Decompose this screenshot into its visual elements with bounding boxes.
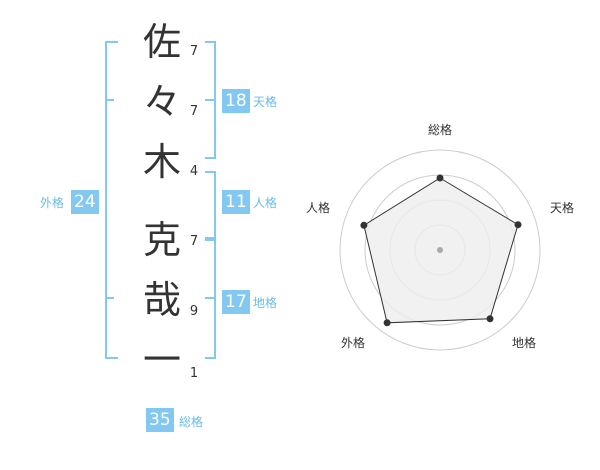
radar-label-soukaku: 総格 bbox=[428, 123, 453, 137]
stroke-count-4: 7 bbox=[189, 234, 199, 249]
radar-label-jinkaku: 人格 bbox=[306, 201, 331, 215]
stroke-count-1: 7 bbox=[189, 44, 199, 59]
radar-chart bbox=[339, 149, 541, 351]
stroke-count-3: 4 bbox=[189, 164, 199, 179]
chikaku-value: 17 bbox=[222, 290, 250, 314]
radar-ring-4 bbox=[339, 149, 541, 351]
soukaku-label: 総格 bbox=[179, 415, 204, 429]
jinkaku-value: 11 bbox=[222, 190, 250, 214]
gaikaku-label: 外格 bbox=[40, 196, 65, 210]
jinkaku-label: 人格 bbox=[253, 196, 278, 210]
radar-label-tenkaku: 天格 bbox=[550, 201, 575, 215]
stroke-count-5: 9 bbox=[189, 304, 199, 319]
radar-point-5 bbox=[360, 221, 368, 229]
stroke-count-6: 1 bbox=[189, 366, 199, 381]
name-char-3: 木 bbox=[142, 140, 181, 184]
radar-point-2 bbox=[514, 221, 522, 229]
name-char-4: 克 bbox=[142, 218, 181, 262]
radar-center-dot bbox=[437, 247, 443, 253]
gaikaku-bracket bbox=[105, 41, 118, 359]
tenkaku-label: 天格 bbox=[253, 95, 278, 109]
radar-point-1 bbox=[436, 174, 444, 182]
radar-label-gaikaku: 外格 bbox=[341, 336, 366, 350]
name-char-6: 一 bbox=[142, 338, 181, 382]
stroke-count-2: 7 bbox=[189, 104, 199, 119]
chikaku-label: 地格 bbox=[253, 296, 278, 310]
soukaku-value: 35 bbox=[146, 408, 174, 432]
gaikaku-value: 24 bbox=[71, 190, 99, 214]
name-char-1: 佐 bbox=[142, 20, 181, 64]
name-char-2: 々 bbox=[142, 80, 181, 124]
radar-point-3 bbox=[486, 315, 494, 323]
jinkaku-bracket bbox=[205, 171, 216, 239]
radar-point-4 bbox=[383, 319, 391, 327]
name-char-5: 哉 bbox=[142, 278, 181, 322]
radar-label-chikaku: 地格 bbox=[512, 336, 537, 350]
tenkaku-value: 18 bbox=[222, 89, 250, 113]
